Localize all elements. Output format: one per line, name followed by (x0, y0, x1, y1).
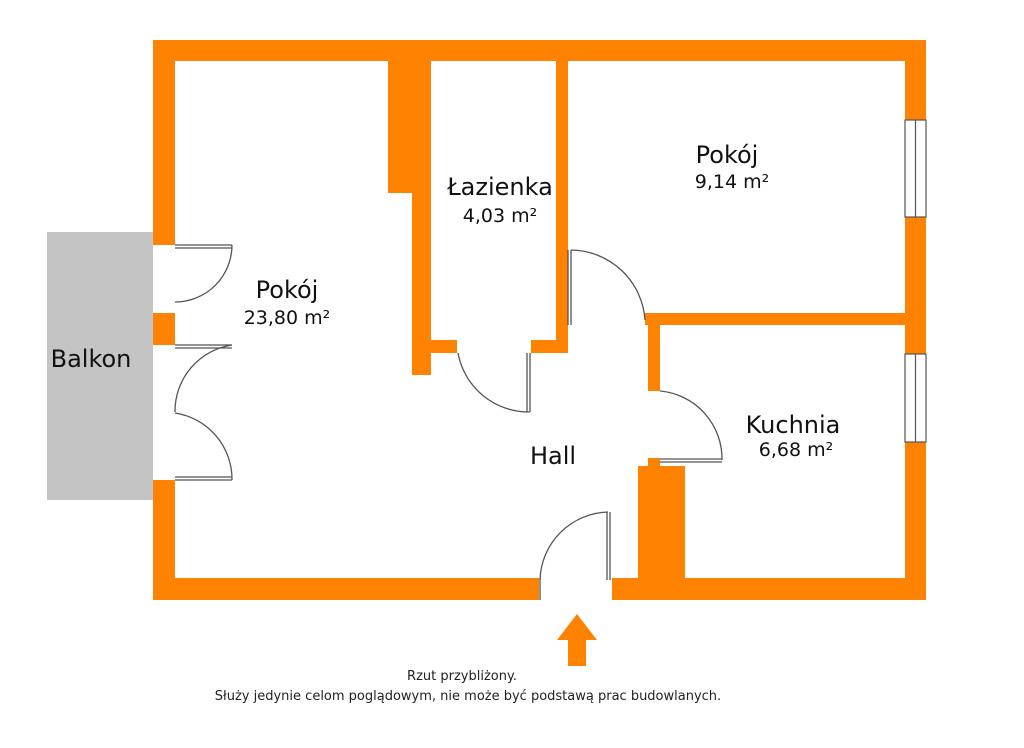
doors (174, 244, 723, 600)
bedroom-area: 9,14 m² (695, 171, 769, 193)
windows (904, 119, 927, 443)
balcony-name: Balkon (51, 345, 132, 373)
footer-note-line2: Służy jedynie celom poglądowym, nie może… (215, 689, 721, 704)
hall-name: Hall (530, 442, 576, 470)
arrow-up-icon (557, 614, 597, 666)
bathroom-area: 4,03 m² (463, 205, 537, 227)
living-room-area: 23,80 m² (244, 307, 331, 329)
kitchen-name: Kuchnia (746, 411, 841, 439)
footer-note-line1: Rzut przybliżony. (407, 669, 517, 684)
living-room-name: Pokój (256, 276, 319, 304)
bathroom-name: Łazienka (446, 173, 553, 201)
balcony-area (47, 232, 153, 500)
kitchen-area: 6,68 m² (759, 439, 833, 461)
bedroom-name: Pokój (696, 141, 759, 169)
walls (153, 40, 926, 600)
